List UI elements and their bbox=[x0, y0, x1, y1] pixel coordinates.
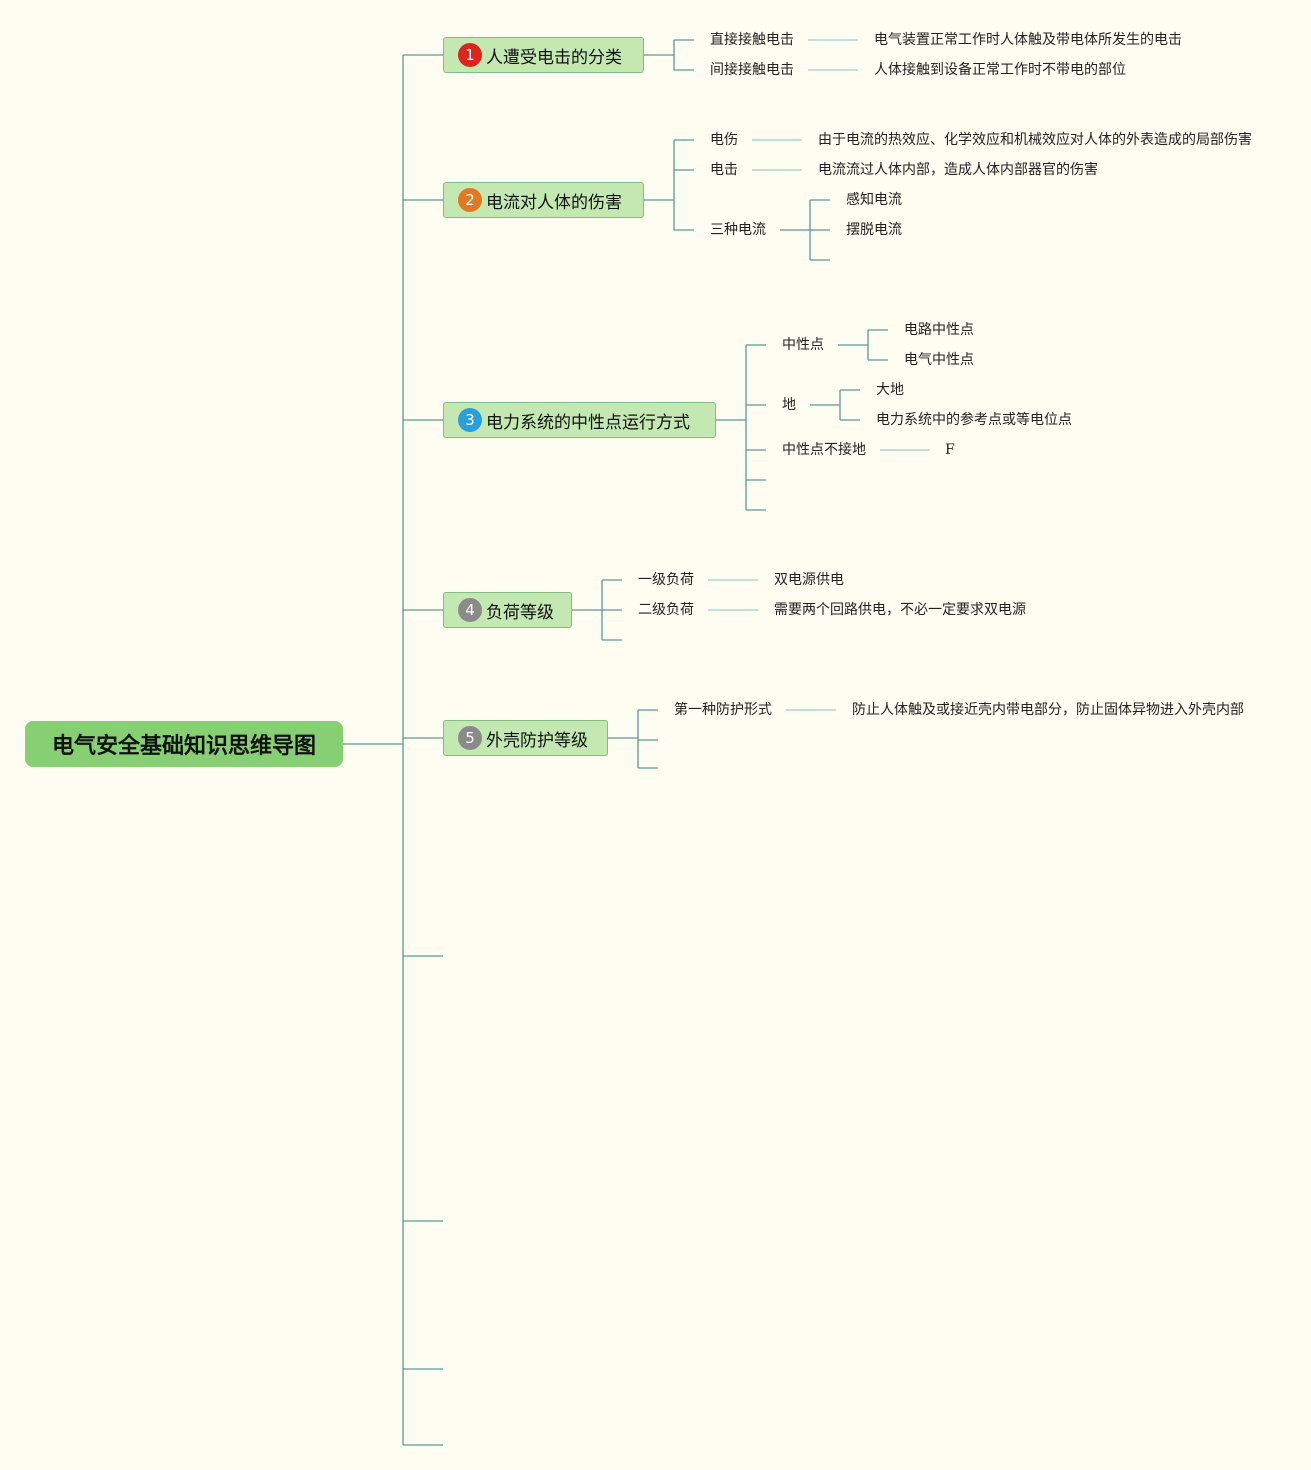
item-perception-current[interactable]: 感知电流 bbox=[846, 192, 902, 208]
subtopic-ungrounded-neutral[interactable]: 中性点不接地 bbox=[782, 442, 866, 458]
topic-label: 电流对人体的伤害 bbox=[486, 192, 622, 213]
topic-current-harm[interactable]: 2 电流对人体的伤害 bbox=[443, 182, 644, 218]
item-earth[interactable]: 大地 bbox=[876, 382, 904, 398]
detail-direct-contact[interactable]: 电气装置正常工作时人体触及带电体所发生的电击 bbox=[874, 32, 1182, 48]
subtopic-electric-injury[interactable]: 电伤 bbox=[710, 132, 738, 148]
detail-ungrounded-neutral[interactable]: F bbox=[945, 442, 955, 458]
detail-electric-injury[interactable]: 由于电流的热效应、化学效应和机械效应对人体的外表造成的局部伤害 bbox=[818, 132, 1252, 148]
topic-electric-shock-types[interactable]: 1 人遭受电击的分类 bbox=[443, 37, 644, 73]
detail-secondary-load[interactable]: 需要两个回路供电，不必一定要求双电源 bbox=[774, 602, 1026, 618]
topic-load-class[interactable]: 4 负荷等级 bbox=[443, 592, 572, 628]
topic-label: 电力系统的中性点运行方式 bbox=[486, 412, 690, 433]
topic-enclosure-protection[interactable]: 5 外壳防护等级 bbox=[443, 720, 608, 756]
subtopic-secondary-load[interactable]: 二级负荷 bbox=[638, 602, 694, 618]
subtopic-direct-contact[interactable]: 直接接触电击 bbox=[710, 32, 794, 48]
root-title: 电气安全基础知识思维导图 bbox=[51, 734, 316, 759]
number-badge-1-icon: 1 bbox=[458, 43, 482, 67]
subtopic-indirect-contact[interactable]: 间接接触电击 bbox=[710, 62, 794, 78]
topic-label: 负荷等级 bbox=[486, 602, 554, 623]
detail-indirect-contact[interactable]: 人体接触到设备正常工作时不带电的部位 bbox=[874, 62, 1126, 78]
detail-first-protection-form[interactable]: 防止人体触及或接近壳内带电部分，防止固体异物进入外壳内部 bbox=[852, 702, 1244, 718]
subtopic-neutral-point[interactable]: 中性点 bbox=[782, 337, 824, 353]
detail-primary-load[interactable]: 双电源供电 bbox=[774, 572, 844, 588]
root-topic[interactable]: 电气安全基础知识思维导图 bbox=[25, 721, 343, 767]
number-badge-2-icon: 2 bbox=[458, 188, 482, 212]
item-reference-point[interactable]: 电力系统中的参考点或等电位点 bbox=[876, 412, 1072, 428]
item-circuit-neutral[interactable]: 电路中性点 bbox=[904, 322, 974, 338]
subtopic-electric-shock[interactable]: 电击 bbox=[710, 162, 738, 178]
subtopic-three-currents[interactable]: 三种电流 bbox=[710, 222, 766, 238]
item-letgo-current[interactable]: 摆脱电流 bbox=[846, 222, 902, 238]
subtopic-primary-load[interactable]: 一级负荷 bbox=[638, 572, 694, 588]
subtopic-ground[interactable]: 地 bbox=[782, 397, 796, 413]
number-badge-5-icon: 5 bbox=[458, 726, 482, 750]
item-electrical-neutral[interactable]: 电气中性点 bbox=[904, 352, 974, 368]
topic-label: 人遭受电击的分类 bbox=[486, 47, 622, 68]
subtopic-first-protection-form[interactable]: 第一种防护形式 bbox=[674, 702, 772, 718]
number-badge-4-icon: 4 bbox=[458, 598, 482, 622]
detail-electric-shock[interactable]: 电流流过人体内部，造成人体内部器官的伤害 bbox=[818, 162, 1098, 178]
topic-neutral-operation[interactable]: 3 电力系统的中性点运行方式 bbox=[443, 402, 716, 438]
topic-label: 外壳防护等级 bbox=[486, 730, 588, 751]
number-badge-3-icon: 3 bbox=[458, 408, 482, 432]
